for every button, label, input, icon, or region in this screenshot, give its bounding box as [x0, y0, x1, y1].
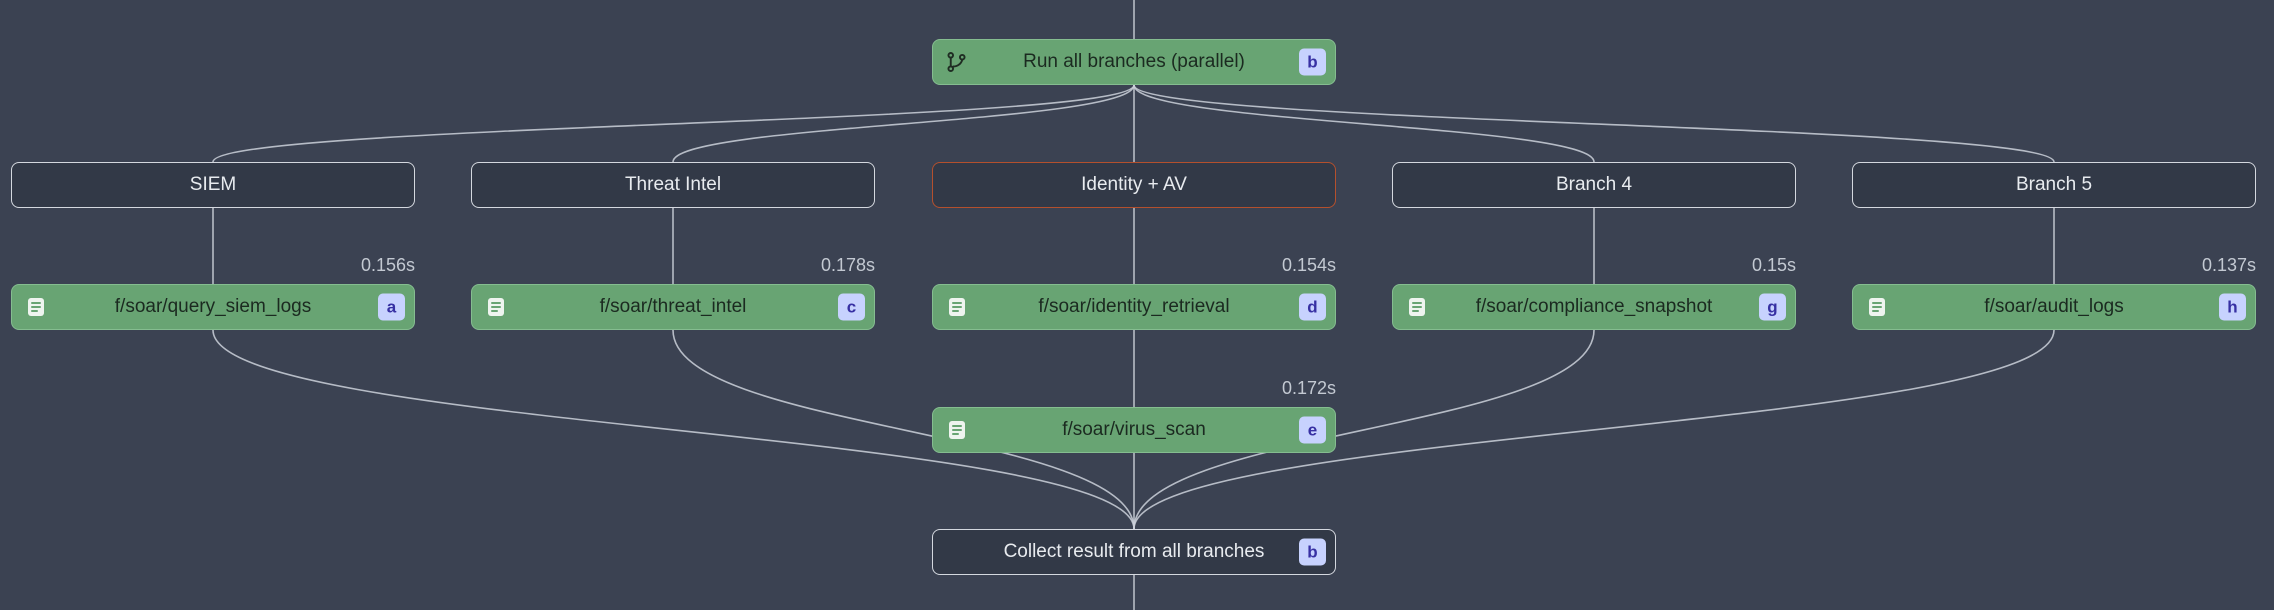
node-label: f/soar/audit_logs [1984, 296, 2124, 317]
step-duration: 0.137s [2201, 255, 2256, 275]
step-duration: 0.156s [360, 255, 415, 275]
branch-header-identity-av[interactable]: Identity + AV [932, 162, 1336, 208]
node-badge: b [1299, 48, 1326, 76]
run-all-branches-node[interactable]: Run all branches (parallel) b [932, 39, 1336, 85]
branch-header-label: SIEM [189, 174, 237, 195]
node-badge: e [1299, 416, 1326, 444]
step-duration: 0.154s [1281, 255, 1336, 275]
script-icon [945, 295, 969, 319]
script-icon [1405, 295, 1429, 319]
step-node-threat-intel[interactable]: f/soar/threat_intel c [471, 284, 875, 330]
branch-header-label: Identity + AV [1081, 174, 1187, 195]
edge-line [212, 329, 1135, 530]
edge-line [1133, 84, 2055, 163]
edge-line [1133, 84, 1595, 163]
step-node-virus-scan[interactable]: f/soar/virus_scan e [932, 407, 1336, 453]
step-node-query-siem-logs[interactable]: f/soar/query_siem_logs a [11, 284, 415, 330]
node-badge: g [1759, 293, 1786, 321]
step-duration: 0.172s [1281, 378, 1336, 398]
edge-line [212, 84, 1135, 163]
branch-header-label: Branch 5 [2015, 174, 2093, 195]
node-badge: d [1299, 293, 1326, 321]
git-branch-icon [945, 51, 968, 74]
node-badge: b [1299, 538, 1326, 566]
step-duration: 0.15s [1751, 255, 1796, 275]
node-badge: h [2219, 293, 2246, 321]
node-label: Run all branches (parallel) [1023, 51, 1245, 72]
node-label: f/soar/query_siem_logs [114, 296, 312, 317]
branch-header-label: Threat Intel [624, 174, 722, 195]
node-label: f/soar/identity_retrieval [1038, 296, 1230, 317]
edge-line [672, 329, 1135, 530]
edge-line [1133, 329, 1595, 530]
branch-header-siem[interactable]: SIEM [11, 162, 415, 208]
step-node-audit-logs[interactable]: f/soar/audit_logs h [1852, 284, 2256, 330]
branch-header-branch-4[interactable]: Branch 4 [1392, 162, 1796, 208]
edge-line [672, 84, 1135, 163]
script-icon [1865, 295, 1889, 319]
collect-result-node[interactable]: Collect result from all branches b [932, 529, 1336, 575]
node-label: f/soar/virus_scan [1062, 419, 1206, 440]
node-badge: a [378, 293, 405, 321]
node-label: f/soar/compliance_snapshot [1475, 296, 1713, 317]
branch-header-label: Branch 4 [1555, 174, 1633, 195]
edge-line [1133, 329, 2055, 530]
node-label: f/soar/threat_intel [599, 296, 747, 317]
step-node-identity-retrieval[interactable]: f/soar/identity_retrieval d [932, 284, 1336, 330]
branch-header-threat-intel[interactable]: Threat Intel [471, 162, 875, 208]
script-icon [484, 295, 508, 319]
step-node-compliance-snapshot[interactable]: f/soar/compliance_snapshot g [1392, 284, 1796, 330]
node-label: Collect result from all branches [1003, 541, 1265, 562]
script-icon [24, 295, 48, 319]
step-duration: 0.178s [820, 255, 875, 275]
branch-header-branch-5[interactable]: Branch 5 [1852, 162, 2256, 208]
node-badge: c [838, 293, 865, 321]
script-icon [945, 418, 969, 442]
